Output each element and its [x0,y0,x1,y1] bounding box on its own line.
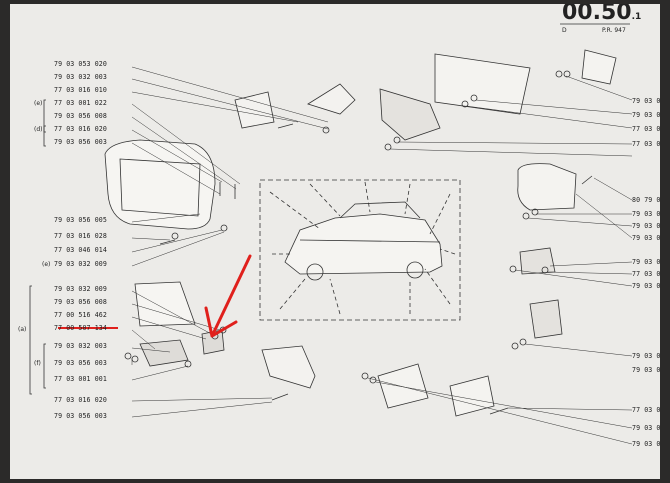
red-arrow-annotation [204,254,252,338]
part-number: 77 03 001 022 [54,99,107,107]
part-number: 77 00 507 134 [54,324,107,332]
part-number: 79 03 0 [632,282,660,290]
part-number: 77 03 016 020 [54,396,107,404]
part-number: 79 03 0 [632,97,660,105]
part-number: 79 03 056 003 [54,359,107,367]
part-number: 79 03 056 008 [54,112,107,120]
group-label: (e) [34,100,43,107]
part-number: 77 03 016 020 [54,125,107,133]
part-number: 79 03 032 003 [54,73,107,81]
part-number: 79 03 032 009 [54,285,107,293]
part-number: 79 03 056 008 [54,298,107,306]
part-number: 79 03 056 003 [54,412,107,420]
part-number: 80 79 0 [632,196,660,204]
group-label: (e) [42,261,51,268]
exploded-parts-diagram [29,23,633,445]
part-number: 79 03 0 [632,222,660,230]
part-number: 77 03 001 001 [54,375,107,383]
page-mark: D [562,27,567,34]
part-number: 77 03 046 014 [54,246,107,254]
part-number: 79 03 056 005 [54,216,107,224]
part-number: 79 03 0 [632,424,660,432]
group-label: (f) [34,360,41,367]
part-number: 79 03 056 003 [54,138,107,146]
part-number: 79 03 0 [632,234,660,242]
part-number: 79 03 0 [632,258,660,266]
part-number: 79 03 0 [632,111,660,119]
highlighted-part-number: 77 00 516 462 [54,311,107,319]
part-number: 77 03 0 [632,406,660,414]
part-number: 79 03 0 [632,440,660,448]
page-reference: P.R. 947 [602,27,626,34]
group-label: (d) [34,126,43,133]
part-number: 77 03 016 010 [54,86,107,94]
part-number: 77 03 016 028 [54,232,107,240]
part-number: 77 03 0 [632,140,660,148]
part-number: 79 03 0 [632,352,660,360]
red-underline [58,327,118,329]
part-number: 77 03 0 [632,270,660,278]
group-label: (a) [18,326,27,333]
part-number: 77 03 0 [632,125,660,133]
page-number: 00.50.1 [562,4,642,25]
part-number: 79 03 0 [632,366,660,374]
part-number: 79 03 0 [632,210,660,218]
part-number: 79 03 053 020 [54,60,107,68]
part-number: 79 03 032 003 [54,342,107,350]
catalog-page: 00.50.1 D P.R. 947 [10,4,660,479]
part-number: 79 03 032 009 [54,260,107,268]
